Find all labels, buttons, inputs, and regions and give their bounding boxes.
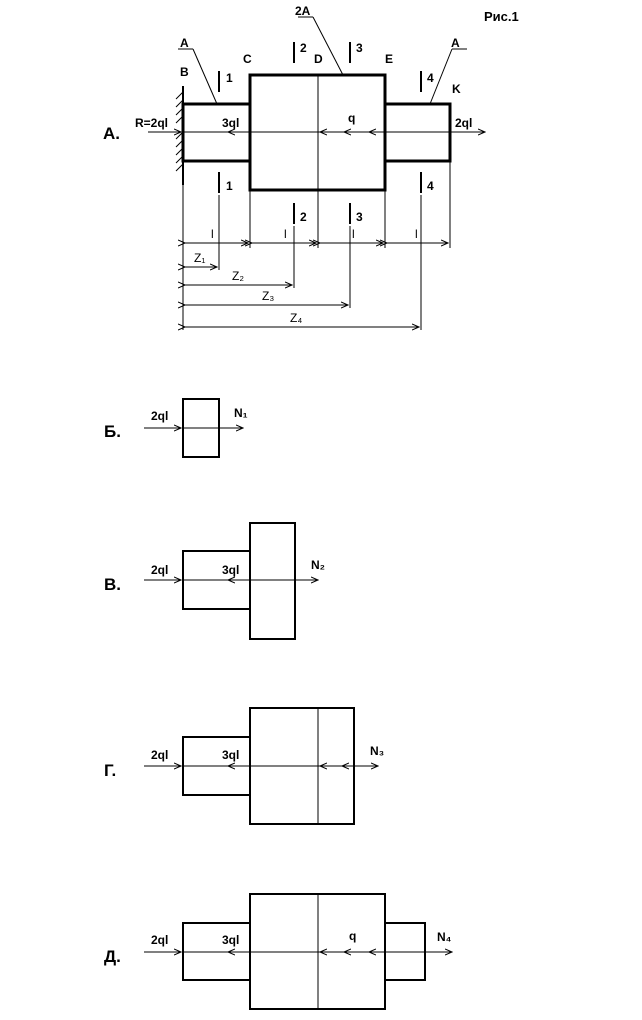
- panel-g: Г. 2ql 3ql N₃: [104, 707, 384, 825]
- panel-v: В. 2ql 3ql N₂: [104, 522, 325, 640]
- point-e-label: E: [385, 52, 393, 66]
- section-3-bottom: 3: [356, 210, 363, 224]
- dimension-lines: [183, 161, 451, 330]
- panel-d: Д. 2ql 3ql q N₄: [104, 893, 452, 1010]
- length-l-3: l: [352, 227, 355, 241]
- panel-b-letter: Б.: [104, 422, 121, 441]
- point-d-label: D: [314, 52, 323, 66]
- reaction-label: R=2ql: [135, 116, 168, 130]
- length-l-1: l: [211, 227, 214, 241]
- panel-b-force: 2ql: [151, 409, 168, 423]
- load-q-label: q: [348, 111, 355, 125]
- coord-z2: Z₂: [232, 269, 244, 283]
- panel-v-normal: N₂: [311, 558, 325, 572]
- panel-g-normal: N₃: [370, 744, 384, 758]
- point-c-label: C: [243, 52, 252, 66]
- panel-d-3ql: 3ql: [222, 933, 239, 947]
- figure-title: Рис.1: [484, 9, 519, 24]
- panel-g-force: 2ql: [151, 748, 168, 762]
- section-4-bottom: 4: [427, 179, 434, 193]
- coord-z4: Z₄: [290, 311, 302, 325]
- panel-d-letter: Д.: [104, 947, 121, 966]
- length-l-4: l: [415, 227, 418, 241]
- area-label-left: A: [180, 36, 189, 50]
- section-marks: [218, 42, 422, 224]
- point-b-label: B: [180, 65, 189, 79]
- area-label-right: A: [451, 36, 460, 50]
- panel-g-letter: Г.: [104, 761, 116, 780]
- panel-d-force: 2ql: [151, 933, 168, 947]
- end-force-label: 2ql: [455, 116, 472, 130]
- coord-z1: Z₁: [194, 251, 205, 265]
- point-k-label: K: [452, 82, 461, 96]
- panel-v-force: 2ql: [151, 563, 168, 577]
- panel-a: А. R=2ql 3ql q 2ql: [103, 4, 485, 330]
- section-4-top: 4: [427, 71, 434, 85]
- panel-d-normal: N₄: [437, 930, 452, 944]
- panel-g-3ql: 3ql: [222, 748, 239, 762]
- panel-v-3ql: 3ql: [222, 563, 239, 577]
- panel-v-letter: В.: [104, 575, 121, 594]
- area-label-middle: 2A: [295, 4, 311, 18]
- section-1-bottom: 1: [226, 179, 233, 193]
- section-2-top: 2: [300, 41, 307, 55]
- coord-z3: Z₃: [262, 289, 274, 303]
- panel-d-q: q: [349, 929, 356, 943]
- section-2-bottom: 2: [300, 210, 307, 224]
- length-l-2: l: [284, 227, 287, 241]
- section-1-top: 1: [226, 71, 233, 85]
- force-3ql-label: 3ql: [222, 116, 239, 130]
- panel-a-letter: А.: [103, 124, 120, 143]
- panel-b-normal: N₁: [234, 406, 248, 420]
- panel-b: Б. 2ql N₁: [104, 398, 248, 458]
- section-3-top: 3: [356, 41, 363, 55]
